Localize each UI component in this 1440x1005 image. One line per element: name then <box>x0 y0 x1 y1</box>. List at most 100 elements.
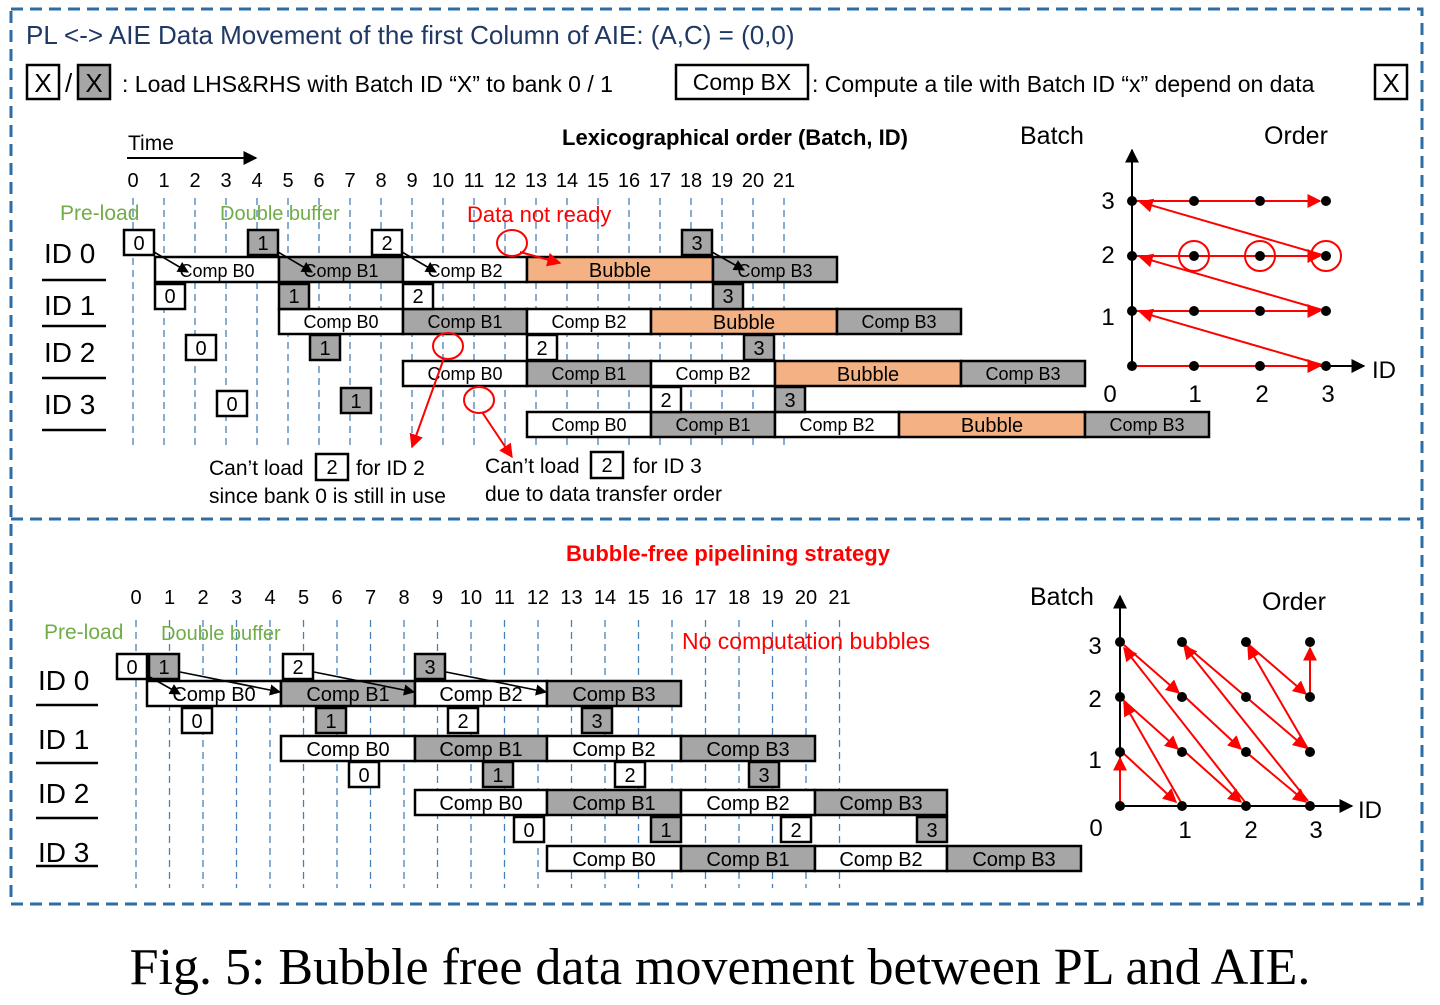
top-load-r1-b1 <box>277 282 311 311</box>
bottom-compute-row-id3: Comp B0 Comp B1 Comp B2 Comp B3 <box>545 844 1083 873</box>
top-tick-15: 15 <box>587 170 609 192</box>
header-title: PL <-> AIE Data Movement of the first Co… <box>26 20 795 50</box>
top-load-r0-b1-label: 1 <box>257 233 268 255</box>
top-row-label-id3: ID 3 <box>44 389 95 420</box>
top-r3-comp-b3 <box>1083 410 1211 439</box>
bottom-tick-14: 14 <box>594 587 616 609</box>
top-load-r1-b0-label: 0 <box>164 286 175 308</box>
bot-load-r0-b3-label: 3 <box>424 657 435 679</box>
bot-r2-comp-b3 <box>813 788 949 817</box>
top-load-r3-b0 <box>215 389 249 418</box>
top-order-chart: Batch Order ID 0 1 2 3 1 2 3 <box>1020 122 1396 408</box>
top-tick-4: 4 <box>251 170 262 192</box>
bottom-dependency-arrows <box>147 671 548 696</box>
top-load-r3-b3-label: 3 <box>784 390 795 412</box>
top-mini-highlight-rings <box>1178 240 1342 272</box>
bot-mini-ytick-1: 1 <box>1088 747 1101 774</box>
legend-bank0-label: X <box>34 68 51 98</box>
top-r2-comp-b3 <box>959 359 1087 388</box>
bot-r2-comp-b1-label: Comp B1 <box>572 793 655 815</box>
bottom-tick-10: 10 <box>460 587 482 609</box>
bot-load-r0-b1 <box>147 652 181 681</box>
bot-load-r3-b2 <box>779 815 813 844</box>
bot-load-r2-b2 <box>613 760 647 789</box>
top-mini-ytick-2: 2 <box>1101 242 1114 269</box>
top-load-r2-b1-label: 1 <box>319 338 330 360</box>
bot-mini-ytick-3: 3 <box>1088 633 1101 660</box>
bottom-tick-15: 15 <box>627 587 649 609</box>
top-r2-bubble <box>773 359 963 388</box>
bottom-tick-13: 13 <box>560 587 582 609</box>
note1-text-c: since bank 0 is still in use <box>209 485 446 508</box>
bottom-tick-17: 17 <box>694 587 716 609</box>
bot-mini-xtick-2: 2 <box>1244 817 1257 844</box>
top-row-label-id1: ID 1 <box>44 290 95 321</box>
bottom-title: Bubble-free pipelining strategy <box>566 541 891 566</box>
bot-r2-comp-b2-label: Comp B2 <box>706 793 789 815</box>
time-label: Time <box>128 132 174 155</box>
top-load-r3-b2-label: 2 <box>660 390 671 412</box>
top-load-r2-b1 <box>308 333 342 362</box>
top-r2-comp-b3-label: Comp B3 <box>985 364 1060 384</box>
top-tick-16: 16 <box>618 170 640 192</box>
top-load-r3-b3 <box>773 385 807 414</box>
bot-r0-comp-b3 <box>545 679 683 708</box>
top-tick-3: 3 <box>220 170 231 192</box>
top-r3-comp-b1-label: Comp B1 <box>675 415 750 435</box>
top-load-r0-b3-label: 3 <box>691 233 702 255</box>
top-note-id3: Can’t load 2 for ID 3 due to data transf… <box>485 450 722 506</box>
top-preload-label: Pre-load <box>60 202 139 225</box>
bottom-row-label-id0: ID 0 <box>38 665 89 696</box>
top-tick-13: 13 <box>525 170 547 192</box>
bot-load-r1-b2 <box>446 706 480 735</box>
top-compute-row-id1: Comp B0 Comp B1 Comp B2 Bubble Comp B3 <box>277 307 963 336</box>
bot-load-r0-b0 <box>115 652 149 681</box>
legend-slash: / <box>65 68 73 98</box>
bottom-tick-3: 3 <box>231 587 242 609</box>
bot-load-r0-b3 <box>413 652 447 681</box>
bottom-tick-12: 12 <box>527 587 549 609</box>
top-mini-origin: 0 <box>1103 381 1116 408</box>
bot-r3-comp-b1 <box>679 844 817 873</box>
top-tick-8: 8 <box>375 170 386 192</box>
note1-box-label: 2 <box>326 457 337 479</box>
bottom-tick-6: 6 <box>331 587 342 609</box>
bot-r2-comp-b0 <box>413 788 549 817</box>
top-load-r3-b1 <box>339 386 373 415</box>
top-load-r0-b2-label: 2 <box>381 233 392 255</box>
bot-r2-comp-b3-label: Comp B3 <box>839 793 922 815</box>
bot-r1-comp-b1-label: Comp B1 <box>439 739 522 761</box>
legend-comp-box <box>674 63 810 101</box>
top-row-label-id2: ID 2 <box>44 337 95 368</box>
top-tick-10: 10 <box>432 170 454 192</box>
bot-load-r3-b1 <box>649 815 683 844</box>
top-tick-17: 17 <box>649 170 671 192</box>
bot-load-r0-b2 <box>281 652 315 681</box>
bot-r0-comp-b1-label: Comp B1 <box>306 684 389 706</box>
top-mini-x-title: ID <box>1372 357 1396 384</box>
top-load-r1-b3-label: 3 <box>722 286 733 308</box>
top-r3-bubble-label: Bubble <box>961 415 1023 437</box>
top-mini-xtick-3: 3 <box>1321 381 1334 408</box>
legend-comp-label: Comp BX <box>693 69 791 95</box>
note2-text-a: Can’t load <box>485 455 580 478</box>
bottom-tick-20: 20 <box>795 587 817 609</box>
bot-r2-comp-b2 <box>679 788 817 817</box>
top-mini-ytick-3: 3 <box>1101 188 1114 215</box>
top-tick-19: 19 <box>711 170 733 192</box>
top-load-r1-b2-label: 2 <box>412 286 423 308</box>
bottom-tick-8: 8 <box>398 587 409 609</box>
bot-load-r3-b1-label: 1 <box>660 820 671 842</box>
top-r3-comp-b0 <box>525 410 653 439</box>
top-r2-comp-b0-label: Comp B0 <box>427 364 502 384</box>
top-compute-row-id3: Comp B0 Comp B1 Comp B2 Bubble Comp B3 <box>525 410 1211 439</box>
top-load-r3-b0-label: 0 <box>226 394 237 416</box>
bot-r3-comp-b1-label: Comp B1 <box>706 849 789 871</box>
top-red-annotations <box>409 229 562 459</box>
top-mini-ytick-1: 1 <box>1101 304 1114 331</box>
bot-load-r2-b0 <box>347 760 381 789</box>
bottom-tick-19: 19 <box>761 587 783 609</box>
bot-r3-comp-b0-label: Comp B0 <box>572 849 655 871</box>
bot-load-r0-b2-label: 2 <box>292 657 303 679</box>
